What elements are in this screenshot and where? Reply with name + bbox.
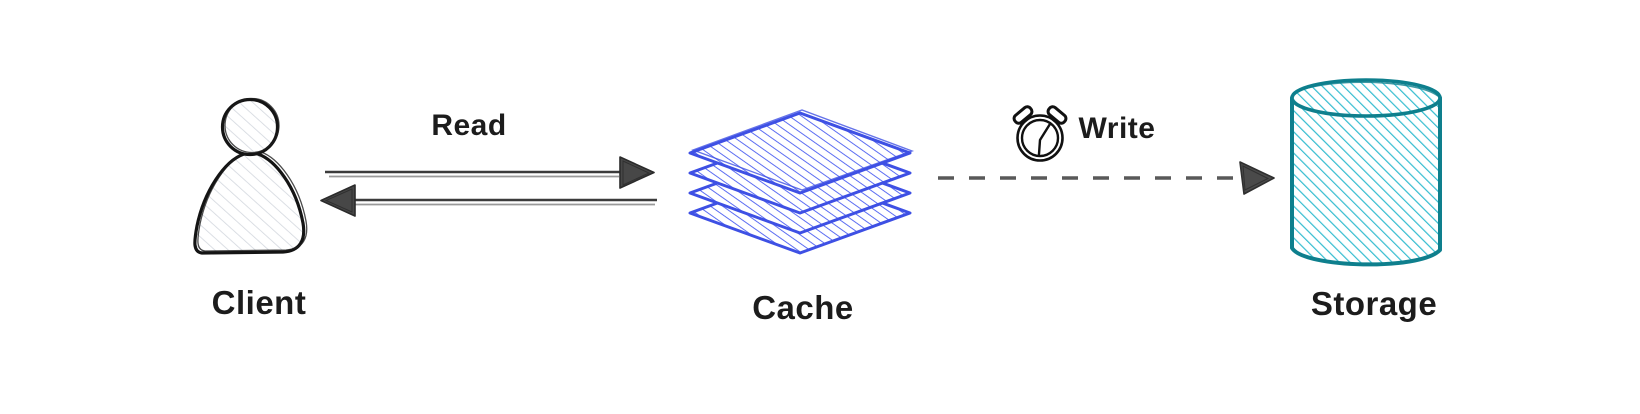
cylinder-body [1290,96,1442,267]
arrow-right [325,156,655,189]
read-label: Read [431,109,507,142]
layers-icon [688,109,915,255]
database-cylinder-icon [1290,78,1442,267]
cylinder-top [1290,78,1442,118]
write-label: Write [1078,112,1156,145]
cache-layer-1 [688,111,912,195]
arrowhead-right [619,156,655,189]
clock-bell-right [1046,105,1068,125]
alarm-clock-icon [1012,105,1068,162]
storage-label: Storage [1310,285,1438,322]
write-arrow [938,161,1275,195]
read-arrows [320,156,657,217]
clock-hands [1037,122,1052,156]
arrowhead-write [1239,161,1275,195]
cache-label: Cache [752,289,854,326]
arrow-left [320,184,657,217]
arrowhead-left [320,184,356,217]
cache-layer-sketch-stroke [690,109,915,191]
person-head-sketch-stroke [224,97,280,154]
person-head [220,97,280,157]
cylinder-sketch-stroke [1293,81,1439,97]
client-label: Client [211,284,307,321]
person-body [193,150,306,255]
person-icon [193,97,308,255]
clock-bell-left [1012,105,1034,125]
